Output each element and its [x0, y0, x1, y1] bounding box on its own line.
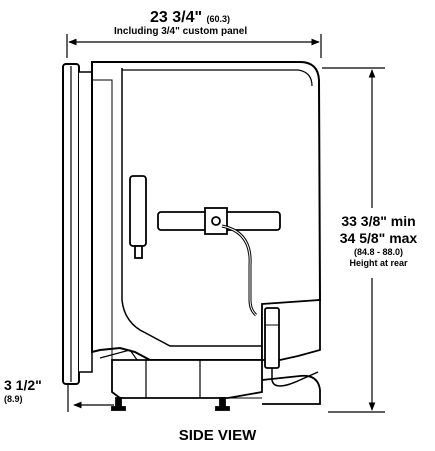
width-dimension-label: 23 3/4" (60.3) — [150, 10, 230, 26]
height-note-text: Height at rear — [349, 258, 408, 268]
rear-utility-box — [261, 299, 321, 387]
height-max-text: 34 5/8" max — [339, 230, 418, 246]
hose-assembly — [157, 207, 281, 317]
leveling-legs — [111, 397, 230, 411]
height-dimension-label: 33 3/8" min 34 5/8" max (84.8 - 88.0) He… — [322, 214, 435, 268]
height-min-text: 33 3/8" min — [341, 213, 416, 229]
base-frame — [111, 359, 321, 405]
foot-dimension-line — [67, 384, 114, 412]
width-note-text: Including 3/4" custom panel — [114, 26, 248, 37]
width-main-text: 23 3/4" — [150, 9, 203, 26]
height-metric-text: (84.8 - 88.0) — [353, 247, 404, 257]
door-panel — [62, 63, 93, 385]
width-metric-text: (60.3) — [206, 14, 231, 24]
height-dimension-line — [322, 67, 385, 413]
detergent-dispenser — [129, 175, 147, 259]
side-view-caption: SIDE VIEW — [178, 427, 257, 444]
foot-dimension-label: 3 1/2" (8.9) — [4, 378, 42, 404]
foot-main-text: 3 1/2" — [4, 377, 42, 393]
width-dimension-line — [66, 34, 322, 58]
foot-metric-text: (8.9) — [4, 394, 23, 404]
